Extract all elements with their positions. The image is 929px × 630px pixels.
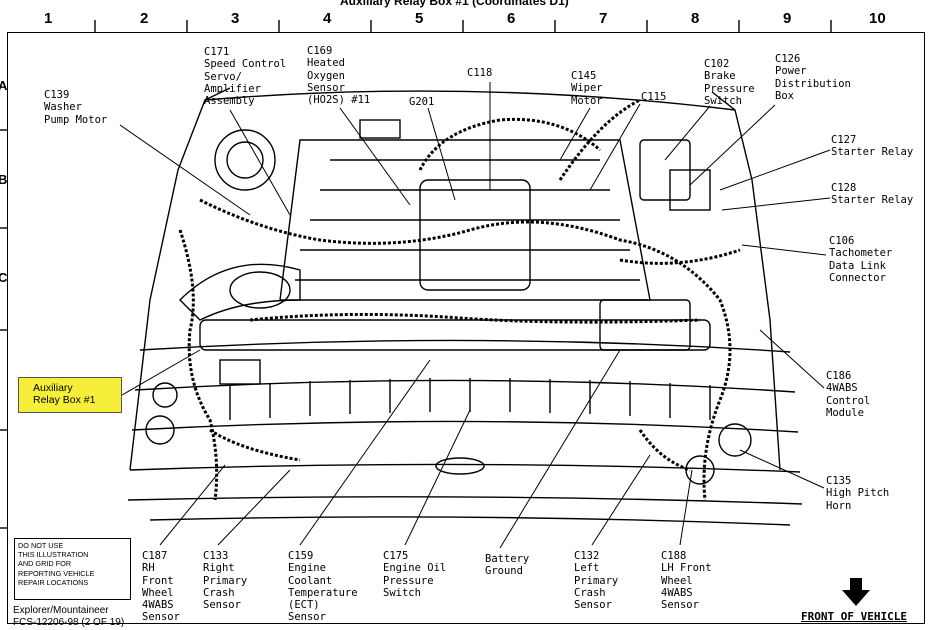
label-c132-left-crash-sensor: C132 Left Primary Crash Sensor — [574, 550, 619, 612]
usage-warning-box: DO NOT USE THIS ILLUSTRATION AND GRID FO… — [14, 538, 131, 600]
column-number: 9 — [783, 10, 792, 27]
label-battery-ground: Battery Ground — [485, 553, 530, 578]
column-ruler: 1 2 3 4 5 6 7 8 9 10 — [0, 0, 929, 28]
column-number: 3 — [231, 10, 240, 27]
row-letter: A — [0, 78, 8, 93]
label-c175-oil-pressure-switch: C175 Engine Oil Pressure Switch — [383, 550, 447, 599]
column-number: 4 — [323, 10, 332, 27]
vehicle-model: Explorer/Mountaineer — [13, 605, 109, 616]
column-number: 7 — [599, 10, 608, 27]
column-number: 1 — [44, 10, 53, 27]
label-c171-speed-control-servo: C171 Speed Control Servo/ Amplifier Asse… — [204, 46, 287, 108]
figure-code: FCS-12206-98 (2 OF 19) — [13, 617, 125, 628]
label-c159-ect-sensor: C159 Engine Coolant Temperature (ECT) Se… — [288, 550, 358, 624]
diagram-frame — [7, 32, 925, 624]
row-letter: B — [0, 172, 8, 187]
label-c118: C118 — [467, 67, 493, 79]
column-number: 8 — [691, 10, 700, 27]
front-arrow-icon — [842, 578, 870, 606]
callout-line: Relay Box #1 — [33, 394, 96, 406]
warning-text: DO NOT USE THIS ILLUSTRATION AND GRID FO… — [18, 541, 95, 587]
column-number: 2 — [140, 10, 149, 27]
label-c169-heated-oxygen-sensor: C169 Heated Oxygen Sensor (HO2S) #11 — [307, 45, 371, 107]
row-letter: C — [0, 270, 8, 285]
front-of-vehicle-label: FRONT OF VEHICLE — [801, 610, 907, 623]
label-c102-brake-pressure-switch: C102 Brake Pressure Switch — [704, 58, 755, 107]
label-c135-high-pitch-horn: C135 High Pitch Horn — [826, 475, 890, 512]
label-c133-right-crash-sensor: C133 Right Primary Crash Sensor — [203, 550, 248, 612]
diagram-title: Auxiliary Relay Box #1 (Coordinates D1) — [340, 0, 569, 8]
label-c139-washer-pump-motor: C139 Washer Pump Motor — [44, 89, 108, 126]
label-c145-wiper-motor: C145 Wiper Motor — [571, 70, 603, 107]
label-c115: C115 — [641, 91, 667, 103]
column-number: 10 — [869, 10, 886, 27]
label-c127-starter-relay: C127 Starter Relay — [831, 134, 914, 159]
label-c126-power-distribution-box: C126 Power Distribution Box — [775, 53, 851, 102]
column-number: 5 — [415, 10, 424, 27]
label-c188-lh-front-wheel-sensor: C188 LH Front Wheel 4WABS Sensor — [661, 550, 712, 612]
auxiliary-relay-box-callout: Auxiliary Relay Box #1 — [18, 377, 122, 413]
label-c128-starter-relay: C128 Starter Relay — [831, 182, 914, 207]
label-c187-rh-front-wheel-sensor: C187 RH Front Wheel 4WABS Sensor — [142, 550, 180, 624]
callout-line: Auxiliary — [33, 382, 73, 394]
column-number: 6 — [507, 10, 516, 27]
label-g201: G201 — [409, 96, 435, 108]
label-c106-tachometer-connector: C106 Tachometer Data Link Connector — [829, 235, 893, 284]
label-c186-4wabs-control-module: C186 4WABS Control Module — [826, 370, 871, 419]
